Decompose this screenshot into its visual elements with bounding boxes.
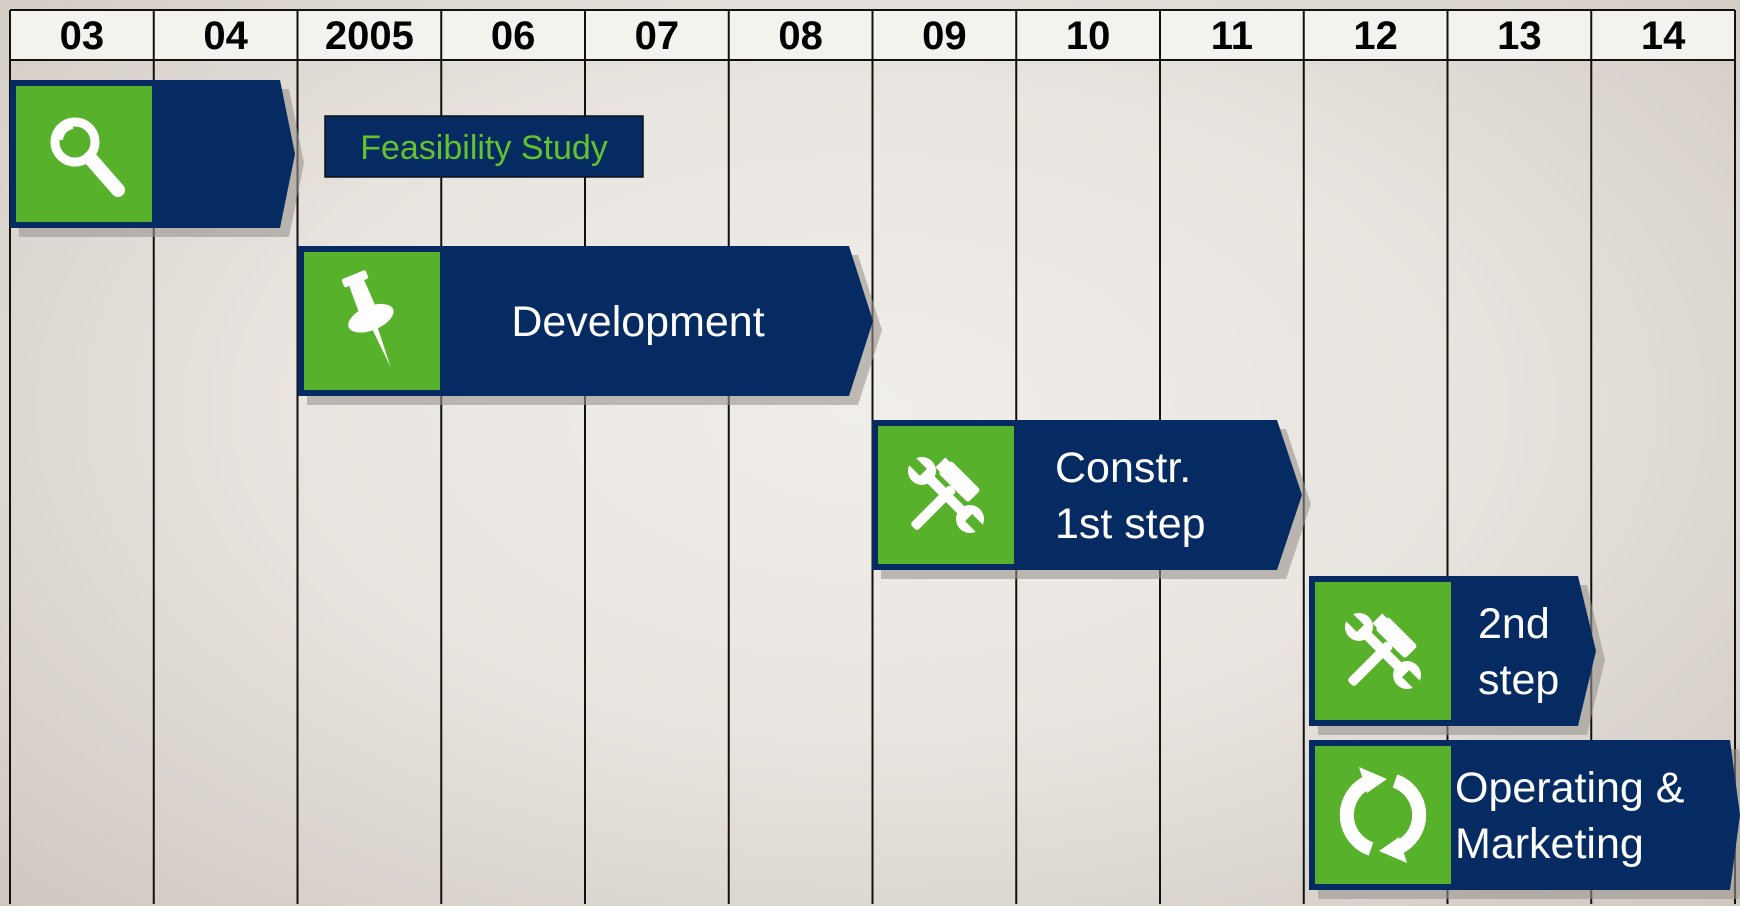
phase-construction-1: Constr. 1st step bbox=[872, 420, 1311, 579]
feasibility-label: Feasibility Study bbox=[360, 129, 608, 167]
phase-label-line: Marketing bbox=[1455, 820, 1644, 868]
feasibility-box bbox=[324, 115, 644, 178]
phase-operating: Operating & Marketing bbox=[1309, 740, 1740, 899]
phase-label-line: Operating & bbox=[1455, 764, 1685, 812]
year-label: 04 bbox=[203, 14, 248, 58]
year-label: 13 bbox=[1497, 14, 1542, 58]
phase-feasibility bbox=[10, 80, 304, 237]
year-label: 2005 bbox=[325, 14, 414, 58]
year-label: 09 bbox=[922, 14, 967, 58]
phase-icon-tile bbox=[16, 86, 152, 222]
phase-label-line: step bbox=[1478, 656, 1559, 704]
year-label: 11 bbox=[1211, 14, 1253, 58]
year-label: 10 bbox=[1066, 14, 1111, 58]
year-label: 12 bbox=[1353, 14, 1398, 58]
feasibility-label-box: Feasibility Study bbox=[324, 115, 644, 178]
year-label: 06 bbox=[491, 14, 536, 58]
phase-development: Development bbox=[298, 246, 882, 405]
year-label: 03 bbox=[60, 14, 105, 58]
phase-label-line: Constr. bbox=[1055, 444, 1191, 492]
year-label: 07 bbox=[635, 14, 680, 58]
phase-arrow bbox=[298, 246, 873, 396]
year-label: 14 bbox=[1641, 14, 1686, 58]
phase-label-line: Development bbox=[511, 298, 764, 346]
phase-label-line: 2nd bbox=[1478, 600, 1550, 648]
phase-construction-2: 2nd step bbox=[1309, 576, 1605, 735]
year-label: 08 bbox=[778, 14, 823, 58]
phase-icon-tile bbox=[1315, 746, 1451, 884]
phase-label-line: 1st step bbox=[1055, 500, 1206, 548]
